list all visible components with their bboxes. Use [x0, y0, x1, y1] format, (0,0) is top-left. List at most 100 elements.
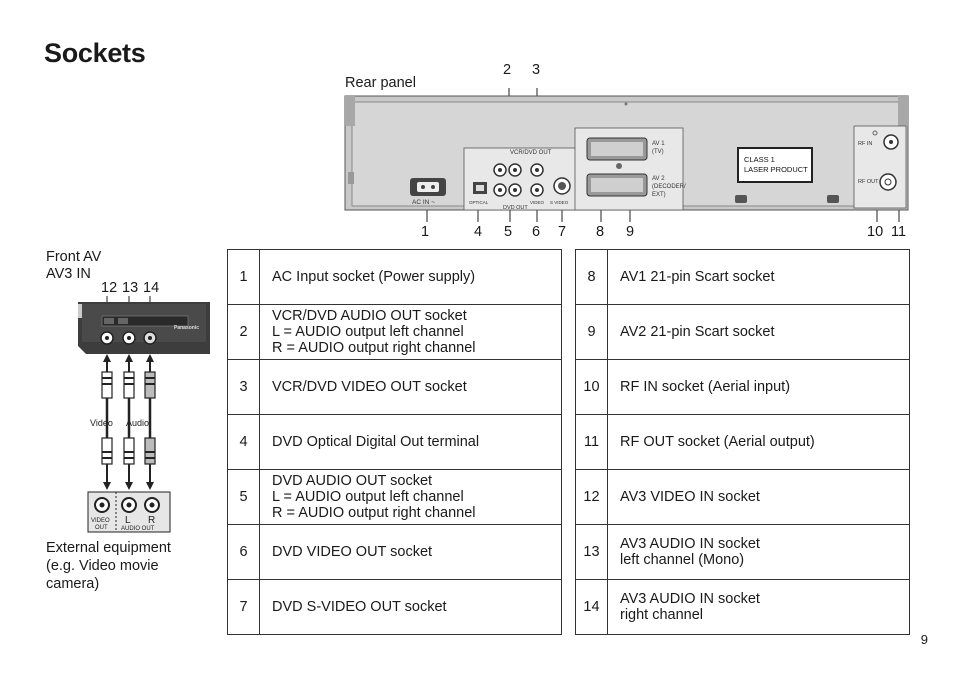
description-line: DVD AUDIO OUT socket: [272, 473, 433, 489]
rf-out-text: RF OUT: [858, 179, 879, 185]
socket-number: 8: [575, 249, 608, 305]
callout-9: 9: [626, 224, 635, 240]
callout-1: 1: [421, 224, 430, 240]
socket-description: AV3 VIDEO IN socket: [607, 469, 910, 525]
callout-13: 13: [122, 280, 139, 296]
socket-number: 13: [575, 524, 608, 580]
description-line: right channel: [620, 607, 704, 623]
socket-description: AV1 21-pin Scart socket: [607, 249, 910, 305]
ext-audio-out-label: AUDIO OUT: [121, 526, 155, 532]
description-line: AV3 AUDIO IN socket: [620, 591, 760, 607]
dvd-out-text: DVD OUT: [503, 205, 528, 211]
socket-description: AV2 21-pin Scart socket: [607, 304, 910, 360]
ac-in-text: AC IN ~: [412, 199, 435, 206]
description-line: DVD Optical Digital Out terminal: [272, 434, 480, 450]
rear-panel-illustration: AC IN ~ VCR/DVD OUT OPTICAL VIDEO S VIDE…: [344, 88, 909, 222]
callout-11: 11: [891, 224, 907, 240]
socket-description: DVD Optical Digital Out terminal: [259, 414, 562, 470]
description-line: RF OUT socket (Aerial output): [620, 434, 815, 450]
table-row: 4 DVD Optical Digital Out terminal: [227, 414, 562, 470]
socket-description: VCR/DVD VIDEO OUT socket: [259, 359, 562, 415]
front-connection-illustration: Panasonic Video Audio: [78, 296, 210, 533]
video-cable-label: Video: [90, 418, 113, 428]
callout-12: 12: [101, 280, 118, 296]
ext-r-label: R: [148, 515, 155, 526]
table-row: 7 DVD S-VIDEO OUT socket: [227, 579, 562, 635]
ext-caption-line2: (e.g. Video movie: [46, 558, 159, 574]
vcr-dvd-out-text: VCR/DVD OUT: [510, 150, 552, 156]
description-line: AC Input socket (Power supply): [272, 269, 476, 285]
socket-description: DVD VIDEO OUT socket: [259, 524, 562, 580]
socket-number: 10: [575, 359, 608, 415]
laser-product-text: LASER PRODUCT: [744, 165, 808, 174]
av2-sub2-text: EXT): [652, 192, 666, 198]
description-line: AV3 VIDEO IN socket: [620, 489, 760, 505]
description-line: AV3 AUDIO IN socket: [620, 536, 760, 552]
table-row: 8 AV1 21-pin Scart socket: [575, 249, 910, 305]
page-title: Sockets: [44, 38, 146, 68]
socket-number: 14: [575, 579, 608, 635]
callout-2: 2: [503, 62, 512, 78]
socket-number: 5: [227, 469, 260, 525]
ext-caption-line1: External equipment: [46, 540, 171, 556]
callout-14: 14: [143, 280, 160, 296]
socket-number: 12: [575, 469, 608, 525]
page-number: 9: [920, 632, 928, 647]
av2-text: AV 2: [652, 176, 665, 182]
description-line: AV2 21-pin Scart socket: [620, 324, 775, 340]
callout-7: 7: [558, 224, 567, 240]
av3-in-heading: AV3 IN: [46, 266, 91, 282]
table-row: 11 RF OUT socket (Aerial output): [575, 414, 910, 470]
socket-number: 2: [227, 304, 260, 360]
description-line: DVD S-VIDEO OUT socket: [272, 599, 447, 615]
callout-6: 6: [532, 224, 541, 240]
description-line: AV1 21-pin Scart socket: [620, 269, 775, 285]
ext-video-label: VIDEO: [91, 518, 110, 524]
av1-sub-text: (TV): [652, 149, 664, 155]
socket-description: AC Input socket (Power supply): [259, 249, 562, 305]
av2-sub-text: (DECODER/: [652, 184, 686, 190]
table-row: 12 AV3 VIDEO IN socket: [575, 469, 910, 525]
socket-number: 4: [227, 414, 260, 470]
socket-number: 3: [227, 359, 260, 415]
description-line: RF IN socket (Aerial input): [620, 379, 791, 395]
socket-number: 11: [575, 414, 608, 470]
description-line: R = AUDIO output right channel: [272, 340, 476, 356]
description-line: left channel (Mono): [620, 552, 745, 568]
ext-l-label: L: [125, 515, 131, 526]
socket-description: DVD S-VIDEO OUT socket: [259, 579, 562, 635]
class1-text: CLASS 1: [744, 155, 775, 164]
socket-number: 1: [227, 249, 260, 305]
description-line: DVD VIDEO OUT socket: [272, 544, 433, 560]
audio-cable-label: Audio: [126, 418, 149, 428]
description-line: L = AUDIO output left channel: [272, 489, 464, 505]
socket-number: 7: [227, 579, 260, 635]
s-video-text: S VIDEO: [550, 200, 569, 205]
callout-5: 5: [504, 224, 513, 240]
description-line: VCR/DVD AUDIO OUT socket: [272, 308, 467, 324]
table-row: 1 AC Input socket (Power supply): [227, 249, 562, 305]
rear-panel-label: Rear panel: [345, 75, 416, 91]
description-line: R = AUDIO output right channel: [272, 505, 476, 521]
socket-description: RF OUT socket (Aerial output): [607, 414, 910, 470]
video-text: VIDEO: [530, 200, 545, 205]
ext-out-label: OUT: [95, 525, 108, 531]
callout-10: 10: [867, 224, 884, 240]
front-av-heading: Front AV: [46, 249, 102, 265]
optical-text: OPTICAL: [469, 200, 489, 205]
panasonic-brand: Panasonic: [174, 325, 199, 331]
description-line: L = AUDIO output left channel: [272, 324, 464, 340]
callout-3: 3: [532, 62, 541, 78]
callout-4: 4: [474, 224, 483, 240]
